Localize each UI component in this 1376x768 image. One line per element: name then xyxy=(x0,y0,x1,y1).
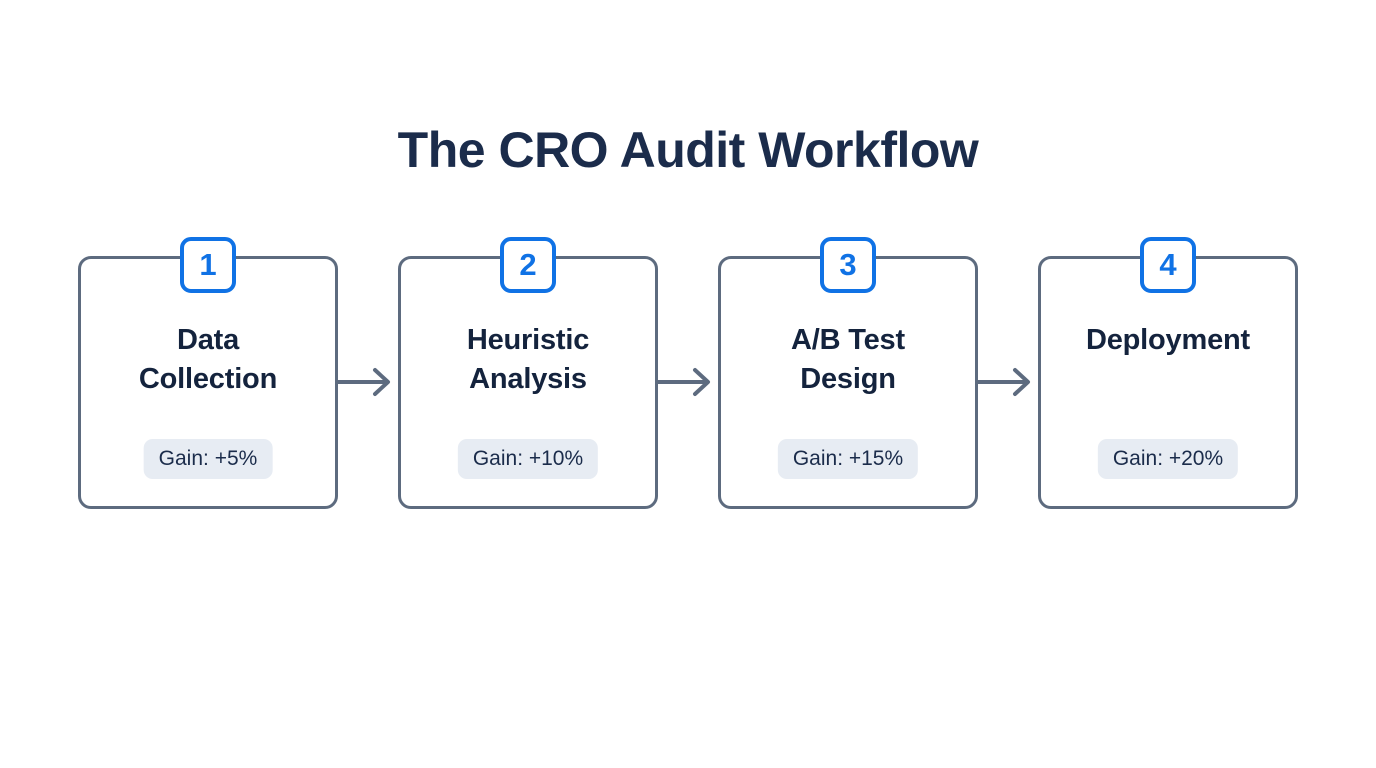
connector-2-to-3 xyxy=(658,256,718,509)
step-title-2: Heuristic Analysis xyxy=(466,324,590,395)
connector-1-to-2 xyxy=(338,256,398,509)
step-card-3[interactable]: 3 A/B Test Design Gain: +15% xyxy=(718,237,978,509)
workflow-flow: 1 Data Collection Gain: +5% 2 Heuristic … xyxy=(78,237,1298,509)
connector-3-to-4 xyxy=(978,256,1038,509)
step-gain-badge-1: Gain: +5% xyxy=(143,439,273,479)
step-gain-badge-3: Gain: +15% xyxy=(777,439,919,479)
step-title-3: A/B Test Design xyxy=(791,324,905,395)
step-number-badge-2: 2 xyxy=(500,237,556,293)
step-card-1[interactable]: 1 Data Collection Gain: +5% xyxy=(78,237,338,509)
step-title-4: Deployment xyxy=(1086,324,1250,356)
step-number-badge-3: 3 xyxy=(820,237,876,293)
step-title-1: Data Collection xyxy=(138,324,278,395)
step-card-4[interactable]: 4 Deployment Gain: +20% xyxy=(1038,237,1298,509)
step-number-badge-1: 1 xyxy=(180,237,236,293)
step-gain-badge-4: Gain: +20% xyxy=(1097,439,1239,479)
step-card-2[interactable]: 2 Heuristic Analysis Gain: +10% xyxy=(398,237,658,509)
step-gain-badge-2: Gain: +10% xyxy=(457,439,599,479)
step-number-badge-4: 4 xyxy=(1140,237,1196,293)
page-title: The CRO Audit Workflow xyxy=(397,122,979,178)
